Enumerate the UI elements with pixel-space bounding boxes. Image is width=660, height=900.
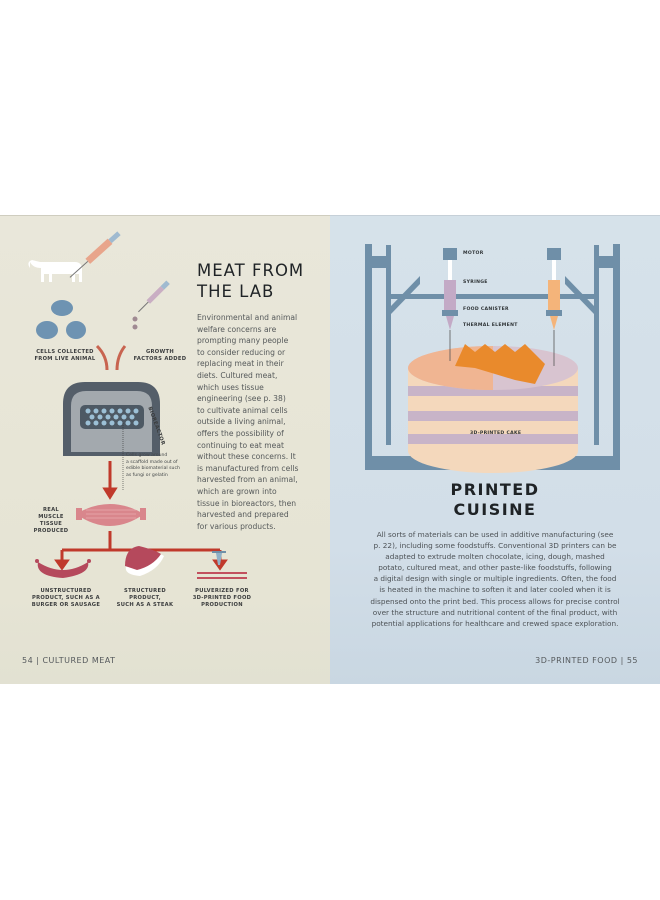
right-page-printed-cuisine: MOTOR SYRINGE FOOD CANISTER THERMAL ELEM…	[330, 215, 660, 684]
cultured-meat-diagram	[28, 231, 247, 579]
title-line: THE LAB	[197, 282, 275, 301]
growth-syringe-icon	[138, 280, 170, 313]
left-page-cultured-meat: MEAT FROM THE LAB Environmental and anim…	[0, 215, 330, 684]
title-line: CUISINE	[453, 500, 537, 519]
syringe-icon	[69, 231, 121, 278]
page-footer-right: 3D-PRINTED FOOD | 55	[535, 656, 638, 665]
label-syringe: SYRINGE	[463, 280, 488, 285]
steak-icon	[125, 546, 164, 576]
title-line: MEAT FROM	[197, 261, 305, 280]
label-motor: MOTOR	[463, 251, 484, 256]
page-title: MEAT FROM THE LAB	[197, 260, 304, 302]
title-line: PRINTED	[450, 480, 540, 499]
cow-icon	[28, 260, 82, 282]
label-food-canister: FOOD CANISTER	[463, 307, 509, 312]
sausage-icon	[35, 559, 91, 578]
muscle-icon	[76, 504, 146, 526]
body-text: All sorts of materials can be used in ad…	[370, 530, 620, 628]
right-syringe-icon	[546, 248, 562, 366]
page-title: PRINTED CUISINE	[330, 480, 660, 520]
cake-icon	[408, 344, 578, 473]
bioreactor-icon	[63, 382, 160, 491]
label-thermal-element: THERMAL ELEMENT	[463, 323, 518, 328]
3d-printer-illustration	[365, 244, 620, 473]
left-syringe-icon	[442, 248, 458, 361]
print-nozzle-icon	[197, 551, 247, 579]
down-arrow	[102, 461, 118, 500]
page-footer-left: 54 | CULTURED MEAT	[22, 656, 116, 665]
cells-icon	[36, 300, 86, 339]
arrow-icon	[95, 344, 127, 371]
label-cake: 3D-PRINTED CAKE	[470, 431, 522, 436]
